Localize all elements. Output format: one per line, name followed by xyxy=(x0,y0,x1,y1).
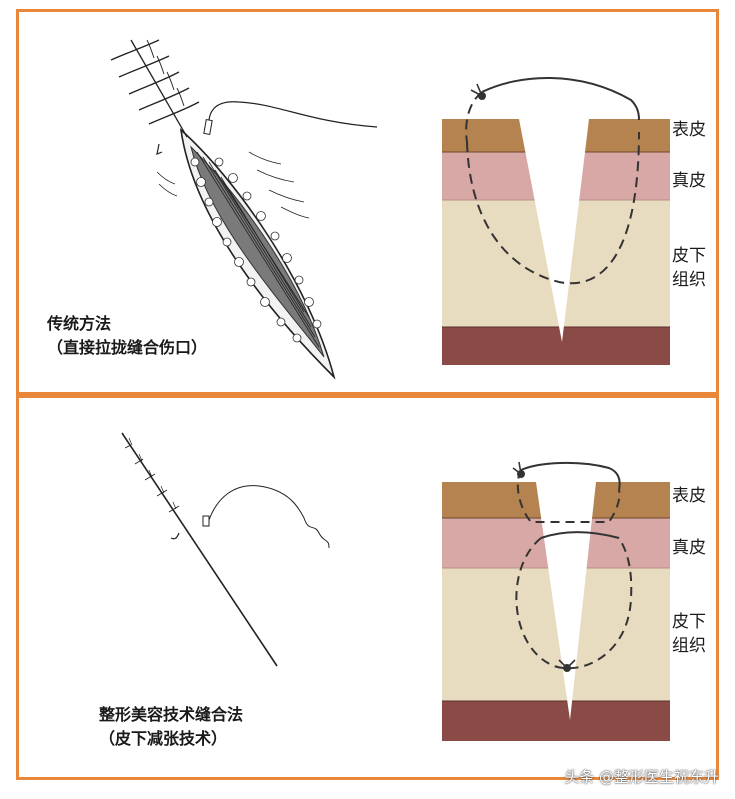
skin-cross-section-aesthetic xyxy=(442,462,670,741)
aesthetic-method-panel: 整形美容技术缝合法 （皮下减张技术） 表皮 真皮 皮下 组织 xyxy=(16,395,719,780)
skin-cross-section-traditional xyxy=(442,78,670,365)
label-dermis: 真皮 xyxy=(672,169,732,193)
label-subcutaneous-line2: 组织 xyxy=(672,270,706,290)
label-subcutaneous-line1: 皮下 xyxy=(672,612,706,632)
aesthetic-method-caption: 整形美容技术缝合法 （皮下减张技术） xyxy=(99,703,243,751)
watermark-text: 头条 @整形医生祝东升 xyxy=(564,766,719,787)
label-epidermis: 表皮 xyxy=(672,484,732,508)
caption-subtitle: （直接拉拢缝合伤口） xyxy=(47,336,207,360)
caption-subtitle: （皮下减张技术） xyxy=(99,727,243,751)
label-subcutaneous: 皮下 组织 xyxy=(672,610,732,658)
caption-title: 传统方法 xyxy=(47,312,207,336)
label-dermis: 真皮 xyxy=(672,536,732,560)
sutured-incision-line xyxy=(111,40,377,218)
label-subcutaneous-line2: 组织 xyxy=(672,636,706,656)
traditional-method-panel: 传统方法 （直接拉拢缝合伤口） 表皮 真皮 皮下 组织 xyxy=(16,9,719,395)
closed-incision-drawing xyxy=(122,433,329,666)
traditional-method-caption: 传统方法 （直接拉拢缝合伤口） xyxy=(47,312,207,360)
label-subcutaneous-line1: 皮下 xyxy=(672,246,706,266)
label-epidermis: 表皮 xyxy=(672,118,732,142)
label-subcutaneous: 皮下 组织 xyxy=(672,244,732,292)
caption-title: 整形美容技术缝合法 xyxy=(99,703,243,727)
